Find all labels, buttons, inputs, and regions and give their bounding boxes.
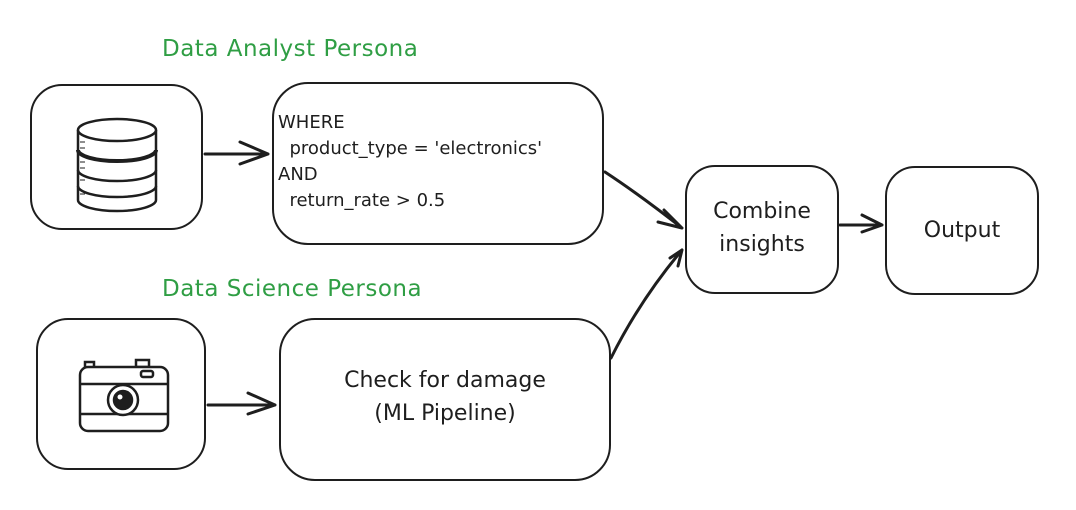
output-node[interactable]: Output — [885, 166, 1039, 295]
arrow-ml-to-combine — [609, 248, 684, 360]
query-line: AND — [278, 164, 318, 185]
query-line: return_rate > 0.5 — [278, 190, 446, 211]
ml-pipeline-node[interactable]: Check for damage (ML Pipeline) — [279, 318, 611, 481]
combine-line2: insights — [719, 232, 805, 257]
arrow-db-to-query — [203, 140, 270, 166]
query-text: WHERE product_type = 'electronics' AND re… — [278, 110, 542, 214]
database-node[interactable] — [30, 84, 203, 230]
combine-node[interactable]: Combine insights — [685, 165, 839, 294]
camera-node[interactable] — [36, 318, 206, 470]
arrow-combine-to-output — [838, 213, 884, 234]
query-line: product_type = 'electronics' — [278, 138, 543, 159]
query-line: WHERE — [278, 112, 345, 133]
combine-line1: Combine — [713, 199, 811, 224]
ml-line1: Check for damage — [344, 368, 546, 393]
arrow-camera-to-ml — [206, 391, 277, 416]
ml-line2: (ML Pipeline) — [374, 401, 516, 426]
arrow-query-to-combine — [603, 170, 684, 230]
query-node[interactable]: WHERE product_type = 'electronics' AND re… — [272, 82, 604, 245]
output-label: Output — [923, 218, 1001, 243]
database-icon — [76, 117, 158, 213]
persona-title-analyst: Data Analyst Persona — [162, 36, 419, 62]
persona-title-science: Data Science Persona — [162, 276, 423, 302]
camera-icon — [78, 358, 170, 433]
